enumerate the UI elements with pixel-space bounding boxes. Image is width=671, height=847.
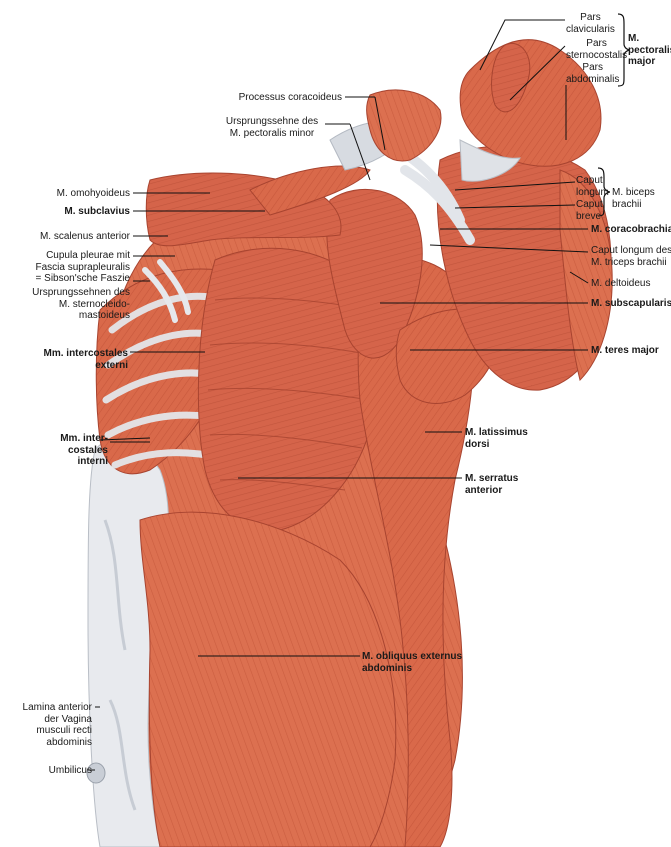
leader-lines: [87, 19, 589, 771]
deltoid: [559, 169, 613, 381]
label-subclavius: M. subclavius: [64, 206, 130, 217]
obliquus-externus: [139, 511, 397, 847]
processus-coracoideus: [366, 89, 442, 162]
label-processus-coracoideus: Processus coracoideus: [238, 92, 342, 103]
fascia-strands: [103, 519, 137, 811]
label-umbilicus: Umbilicus: [48, 765, 92, 776]
sternocleido-tendons: [142, 259, 191, 323]
pectoralis-tendon: [459, 139, 521, 182]
label-coracobrachialis: M. coracobrachialis: [591, 224, 671, 235]
pectoralis-strip: [491, 43, 531, 113]
label-teres-major: M. teres major: [591, 345, 659, 356]
label-scalenus-anterior: M. scalenus anterior: [39, 231, 130, 242]
brace-biceps: [597, 167, 611, 217]
umbilicus-shape: [86, 762, 106, 784]
brace-pectoralis: [617, 13, 631, 87]
subclavius: [249, 165, 371, 216]
label-omohyoideus: M. omohyoideus: [56, 188, 130, 199]
label-subscapularis: M. subscapularis: [591, 298, 671, 309]
label-deltoideus: M. deltoideus: [591, 278, 651, 289]
